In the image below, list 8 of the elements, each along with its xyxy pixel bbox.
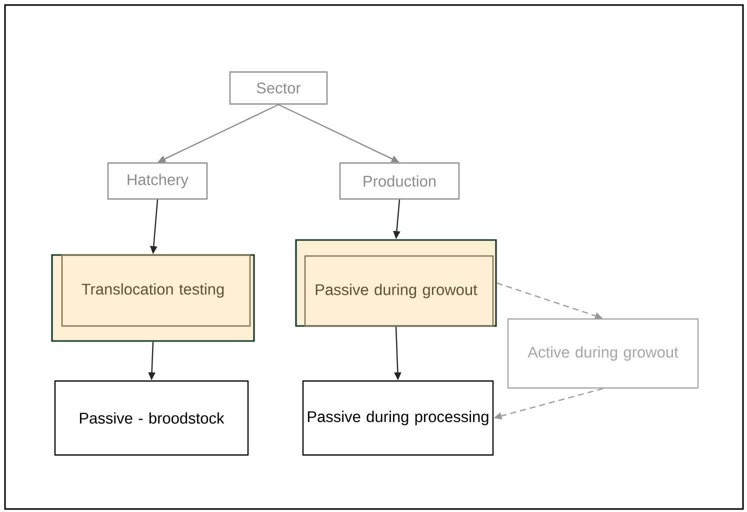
box: Hatchery [107,162,208,200]
box: Production [339,162,460,200]
highlighted-box: Translocation testing [51,254,255,342]
box: Passive during processing [302,380,494,456]
box: Sector [229,71,328,105]
box: Active during growout [507,318,699,389]
box: Passive - broodstock [54,380,249,456]
highlighted-box: Passive during growout [295,239,497,327]
